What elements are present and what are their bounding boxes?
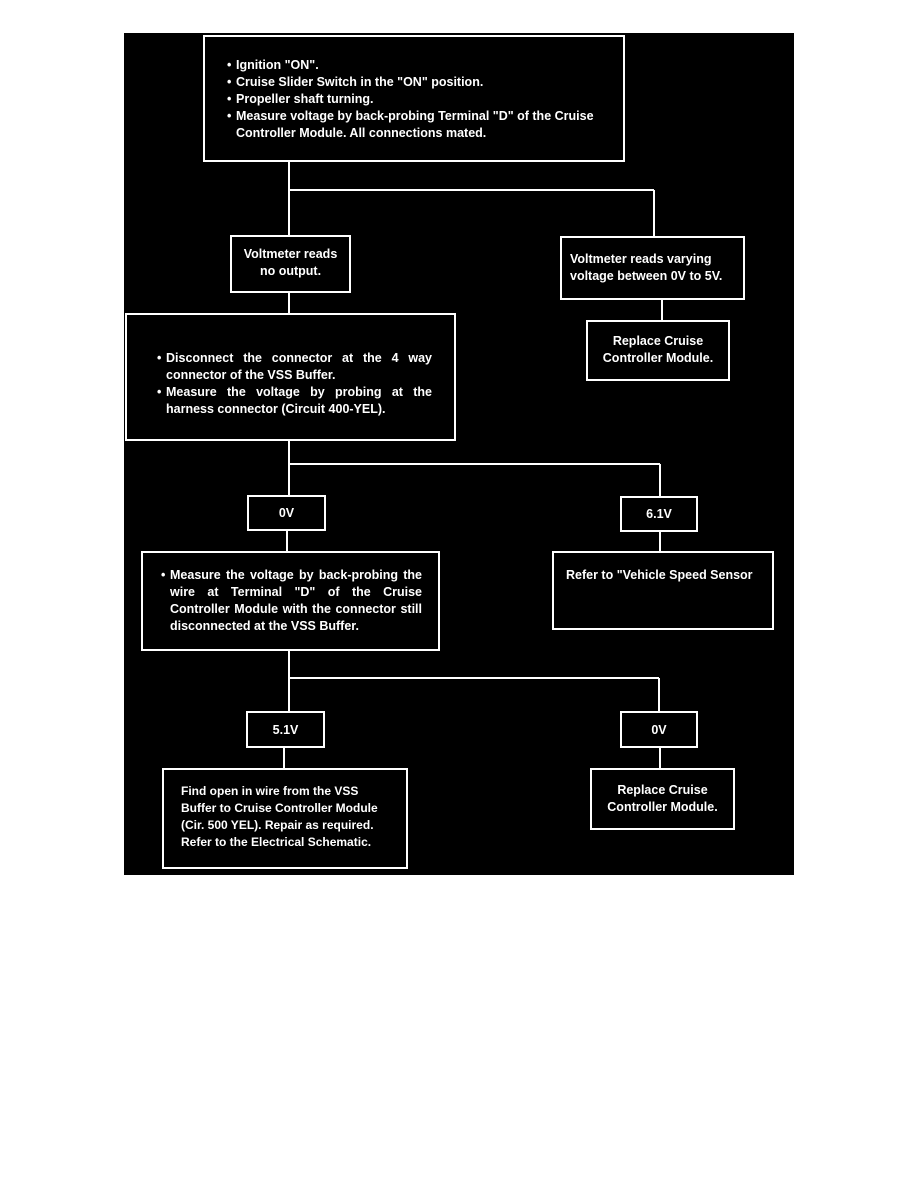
replace-2-line-2: Controller Module.	[607, 800, 718, 814]
replace-2-line-1: Replace Cruise	[617, 783, 708, 797]
varying-line-1: Voltmeter reads varying	[570, 252, 712, 266]
no-output-box: Voltmeter reads no output.	[230, 235, 351, 293]
result-0v-label-1: 0V	[278, 506, 295, 520]
varying-voltage-box: Voltmeter reads varying voltage between …	[560, 236, 745, 300]
replace-1-line-1: Replace Cruise	[612, 334, 704, 348]
connector-start-branch	[288, 161, 655, 236]
replace-module-box-2: Replace Cruise Controller Module.	[590, 768, 735, 830]
find-open-line-3: (Cir. 500 YEL). Repair as required.	[181, 818, 374, 832]
find-open-box: Find open in wire from the VSS Buffer to…	[162, 768, 408, 869]
find-open-line-2: Buffer to Cruise Controller Module	[181, 801, 378, 815]
step-measure-harness: Measure the voltage by probing at the ha…	[157, 384, 432, 418]
refer-sensor-text: Refer to "Vehicle Speed Sensor	[566, 568, 753, 582]
backprobe-steps: Measure the voltage by back-probing the …	[161, 567, 422, 635]
result-51v-label: 5.1V	[272, 723, 299, 737]
backprobe-box: Measure the voltage by back-probing the …	[141, 551, 440, 651]
result-6v-label: 6.1V	[646, 507, 672, 521]
replace-1-line-2: Controller Module.	[602, 351, 714, 365]
disconnect-box: Disconnect the connector at the 4 way co…	[125, 313, 456, 441]
connector-disconnect-branch	[288, 440, 661, 496]
no-output-line-2: no output.	[259, 264, 322, 278]
result-0v-box-2: 0V	[620, 711, 698, 748]
disconnect-steps: Disconnect the connector at the 4 way co…	[157, 350, 432, 418]
start-steps: Ignition "ON". Cruise Slider Switch in t…	[227, 57, 609, 142]
step-backprobe-terminal: Measure the voltage by back-probing the …	[161, 567, 422, 635]
step-propeller-shaft: Propeller shaft turning.	[227, 91, 609, 108]
flowchart-connectors	[283, 161, 663, 768]
start-box: Ignition "ON". Cruise Slider Switch in t…	[203, 35, 625, 162]
result-51v-box: 5.1V	[246, 711, 325, 748]
result-6v-box: 6.1V	[620, 496, 698, 532]
step-ignition: Ignition "ON".	[227, 57, 609, 74]
no-output-line-1: Voltmeter reads	[243, 247, 338, 261]
troubleshooting-flowchart: Ignition "ON". Cruise Slider Switch in t…	[124, 33, 794, 875]
refer-sensor-box: Refer to "Vehicle Speed Sensor	[552, 551, 774, 630]
find-open-line-4: Refer to the Electrical Schematic.	[181, 835, 372, 849]
replace-module-box-1: Replace Cruise Controller Module.	[586, 320, 730, 381]
step-disconnect-connector: Disconnect the connector at the 4 way co…	[157, 350, 432, 384]
result-0v-label-2: 0V	[651, 723, 667, 737]
varying-line-2: voltage between 0V to 5V.	[570, 269, 723, 283]
connector-backprobe-branch	[288, 650, 660, 711]
step-measure-voltage: Measure voltage by back-probing Terminal…	[227, 108, 609, 142]
step-slider-switch: Cruise Slider Switch in the "ON" positio…	[227, 74, 609, 91]
result-0v-box-1: 0V	[247, 495, 326, 531]
find-open-line-1: Find open in wire from the VSS	[181, 784, 359, 798]
